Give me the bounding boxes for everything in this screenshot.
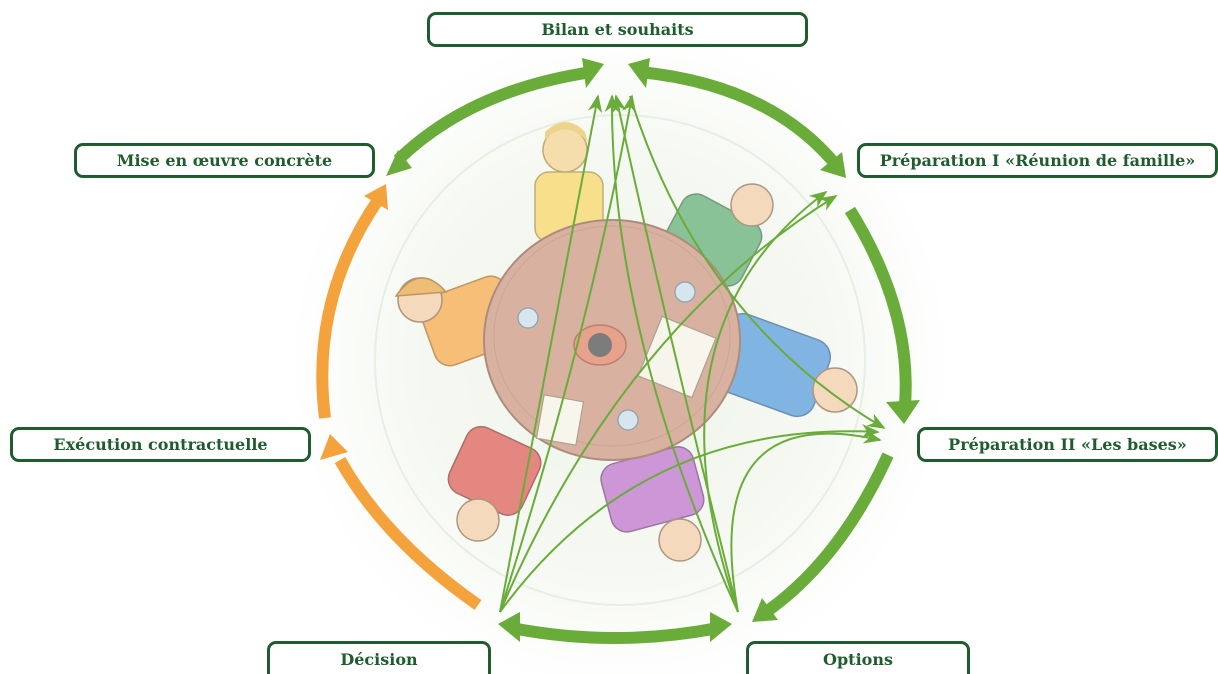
family-meeting-illustration (394, 122, 858, 562)
arrow-bilan-to-prep1 (639, 66, 841, 169)
cycle-arrows (316, 66, 912, 644)
stage-label-bilan: Bilan et souhaits (427, 12, 808, 47)
arrow-decision-options (510, 622, 720, 644)
stage-label-preparation-1: Préparation I «Réunion de famille» (857, 143, 1218, 178)
stage-label-execution: Exécution contractuelle (10, 427, 311, 462)
stage-label-decision: Décision (267, 641, 491, 674)
stage-label-preparation-2: Préparation II «Les bases» (917, 427, 1218, 462)
cycle-arrowheads (320, 58, 920, 642)
feedback-arrows (499, 94, 886, 613)
arrow-execution-to-mise (316, 196, 383, 419)
arrow-decision-to-execution (334, 457, 482, 610)
papers (637, 315, 717, 399)
arrow-prep1-to-prep2 (844, 206, 912, 406)
person-bottom-red (447, 425, 542, 542)
person-bottom-purple (600, 446, 705, 562)
arrow-bilan-to-mise (393, 66, 593, 165)
stage-label-mise-en-oeuvre: Mise en œuvre concrète (74, 143, 375, 178)
stage-label-options: Options (746, 641, 970, 674)
arrow-prep2-to-options (762, 452, 894, 617)
